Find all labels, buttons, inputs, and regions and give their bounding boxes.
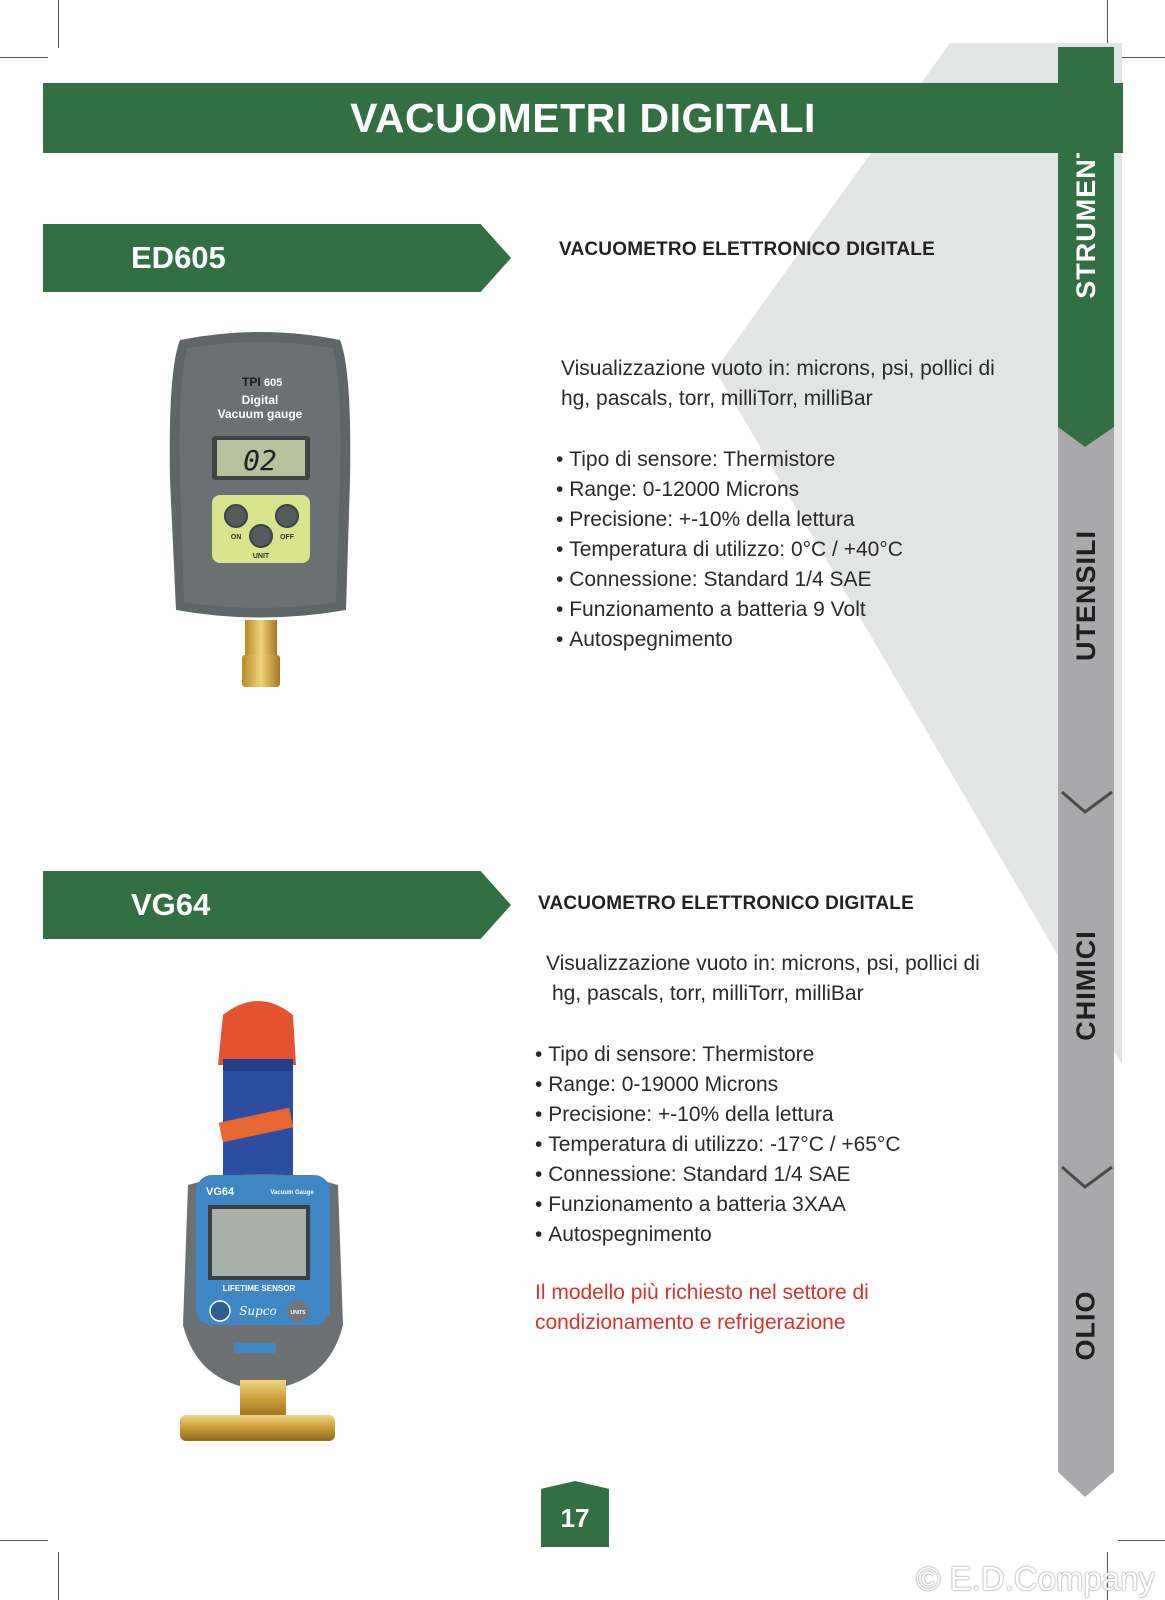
gauge-brand: TPI bbox=[242, 375, 261, 389]
product-subtitle: VACUOMETRO ELETTRONICO DIGITALE bbox=[559, 239, 935, 260]
page-number: 17 bbox=[541, 1481, 609, 1547]
model-banner-vg64: VG64 bbox=[43, 871, 511, 939]
crop-mark bbox=[1118, 1540, 1165, 1541]
gauge-model-number: 605 bbox=[264, 377, 282, 389]
vg64-gauge-image: VG64 Vacuum Gauge LIFETIME SENSOR Supco … bbox=[180, 1001, 343, 1441]
feature-list: Tipo di sensore: Thermistore Range: 0-12… bbox=[556, 445, 903, 655]
tab-olio[interactable]: OLIO bbox=[1070, 1290, 1101, 1360]
list-item: Connessione: Standard 1/4 SAE bbox=[535, 1160, 901, 1190]
vg64-device-tag: Vacuum Gauge bbox=[270, 1190, 314, 1196]
crop-mark bbox=[1118, 57, 1165, 58]
tab-strumenti[interactable]: STRUMENTI bbox=[1070, 131, 1101, 299]
gauge-line-1: Digital bbox=[242, 393, 279, 407]
gauge-btn-on: ON bbox=[231, 534, 242, 541]
crop-mark bbox=[0, 1540, 48, 1541]
list-item: Precisione: +-10% della lettura bbox=[556, 505, 903, 535]
crop-mark bbox=[1107, 0, 1108, 48]
tab-utensili[interactable]: UTENSILI bbox=[1070, 529, 1101, 661]
crop-mark bbox=[58, 0, 59, 48]
list-item: Autospegnimento bbox=[535, 1220, 901, 1250]
crop-mark bbox=[58, 1552, 59, 1600]
product-description: Visualizzazione vuoto in: microns, psi, … bbox=[561, 357, 995, 410]
gauge-reading: 02 bbox=[243, 444, 277, 477]
list-item: Range: 0-12000 Microns bbox=[556, 475, 903, 505]
feature-list: Tipo di sensore: Thermistore Range: 0-19… bbox=[535, 1040, 901, 1250]
tab-chimici[interactable]: CHIMICI bbox=[1070, 929, 1101, 1041]
gauge-line-2: Vacuum gauge bbox=[218, 407, 303, 421]
vg64-brand: Supco bbox=[239, 1304, 277, 1318]
vg64-units-button: UNITS bbox=[291, 1310, 307, 1316]
gauge-btn-off: OFF bbox=[280, 534, 295, 541]
model-banner-ed605: ED605 bbox=[43, 224, 511, 292]
list-item: Temperatura di utilizzo: 0°C / +40°C bbox=[556, 535, 903, 565]
watermark: © E.D.Company bbox=[916, 1560, 1155, 1597]
crop-mark bbox=[1107, 1552, 1108, 1600]
highlight-note: Il modello più richiesto nel settore di … bbox=[535, 1281, 869, 1334]
product-description: Visualizzazione vuoto in: microns, psi, … bbox=[546, 952, 980, 1005]
list-item: Connessione: Standard 1/4 SAE bbox=[556, 565, 903, 595]
list-item: Tipo di sensore: Thermistore bbox=[556, 445, 903, 475]
page-title: VACUOMETRI DIGITALI bbox=[43, 83, 1123, 153]
vg64-sensor-text: LIFETIME SENSOR bbox=[223, 1284, 296, 1293]
list-item: Funzionamento a batteria 9 Volt bbox=[556, 595, 903, 625]
product-subtitle: VACUOMETRO ELETTRONICO DIGITALE bbox=[538, 893, 914, 914]
list-item: Precisione: +-10% della lettura bbox=[535, 1100, 901, 1130]
list-item: Tipo di sensore: Thermistore bbox=[535, 1040, 901, 1070]
list-item: Range: 0-19000 Microns bbox=[535, 1070, 901, 1100]
gauge-btn-unit: UNIT bbox=[253, 553, 270, 560]
crop-mark bbox=[0, 57, 48, 58]
list-item: Funzionamento a batteria 3XAA bbox=[535, 1190, 901, 1220]
vg64-device-label: VG64 bbox=[206, 1186, 235, 1198]
list-item: Autospegnimento bbox=[556, 625, 903, 655]
list-item: Temperatura di utilizzo: -17°C / +65°C bbox=[535, 1130, 900, 1160]
ed605-gauge-image: TPI 605 Digital Vacuum gauge 02 ON OFF U… bbox=[169, 332, 351, 687]
